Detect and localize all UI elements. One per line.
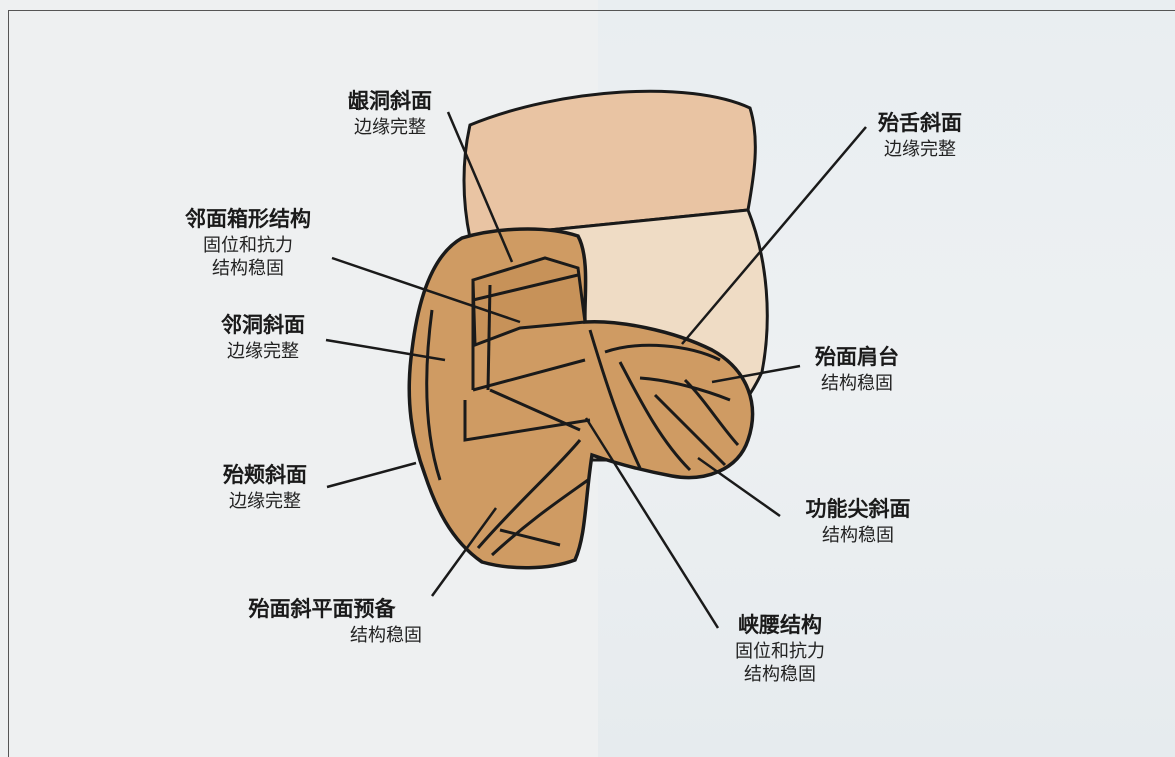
label-title: 殆面肩台 [792,344,922,372]
label-title: 邻面箱形结构 [148,206,348,234]
label-subtitle: 固位和抗力 [710,640,850,664]
label-gingival-bevel: 龈洞斜面 边缘完整 [320,88,460,139]
label-subtitle: 边缘完整 [850,138,990,162]
label-proximal-bevel: 邻洞斜面 边缘完整 [198,312,328,363]
label-title: 殆舌斜面 [850,110,990,138]
label-subtitle: 结构稳固 [222,624,422,648]
label-occlusolingual-bevel: 殆舌斜面 边缘完整 [850,110,990,161]
label-title: 龈洞斜面 [320,88,460,116]
label-subtitle: 结构稳固 [710,663,850,687]
label-occlusal-bevel-prep: 殆面斜平面预备 结构稳固 [222,596,422,647]
label-subtitle: 结构稳固 [792,372,922,396]
label-subtitle: 边缘完整 [320,116,460,140]
label-proximal-box: 邻面箱形结构 固位和抗力 结构稳固 [148,206,348,281]
label-subtitle: 固位和抗力 [148,234,348,258]
label-occlusobuccal-bevel: 殆颊斜面 边缘完整 [200,462,330,513]
label-title: 峡腰结构 [710,612,850,640]
label-subtitle: 边缘完整 [198,340,328,364]
label-subtitle: 结构稳固 [148,257,348,281]
label-subtitle: 边缘完整 [200,490,330,514]
label-title: 功能尖斜面 [778,496,938,524]
label-occlusal-shoulder: 殆面肩台 结构稳固 [792,344,922,395]
label-subtitle: 结构稳固 [778,524,938,548]
label-title: 殆面斜平面预备 [222,596,422,624]
label-title: 殆颊斜面 [200,462,330,490]
label-title: 邻洞斜面 [198,312,328,340]
label-functional-cusp-bevel: 功能尖斜面 结构稳固 [778,496,938,547]
label-isthmus: 峡腰结构 固位和抗力 结构稳固 [710,612,850,687]
